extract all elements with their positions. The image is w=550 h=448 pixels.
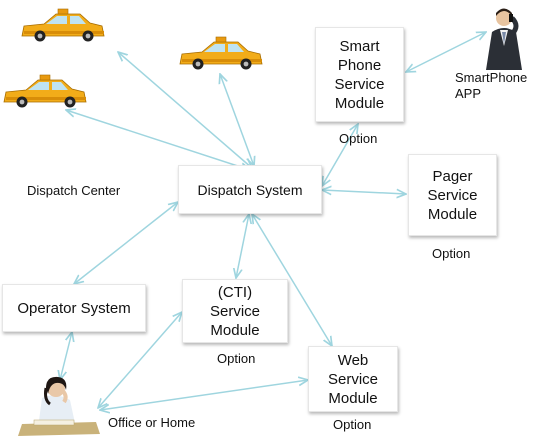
connector-dispatch-operator <box>74 202 178 284</box>
pager-service-module: Pager Service Module <box>408 154 497 236</box>
smart-phone-service-module: Smart Phone Service Module <box>315 27 404 122</box>
smart-phone-service-module-label: Smart Phone Service Module <box>334 37 385 112</box>
pager-option-label: Option <box>432 246 471 261</box>
operator-person-icon <box>18 376 100 436</box>
smartphone-app-label: SmartPhone APP <box>455 70 528 101</box>
web-service-module: Web Service Module <box>308 346 398 412</box>
connector-dispatch-cti <box>236 214 249 278</box>
connector-dispatch-taxi-3 <box>220 74 254 166</box>
web-service-module-label: Web Service Module <box>327 351 379 407</box>
connector-dispatch-web <box>252 214 332 346</box>
connector-dispatch-smartphone-module <box>322 124 358 186</box>
dispatch-system-label: Dispatch System <box>197 181 303 198</box>
connector-dispatch-pager-module <box>322 190 406 194</box>
dispatch-center-label: Dispatch Center <box>27 183 121 198</box>
operator-system-box: Operator System <box>2 284 146 332</box>
operator-system-label: Operator System <box>17 299 131 317</box>
taxi-icon <box>3 74 87 108</box>
taxi-icon <box>21 8 105 42</box>
web-option-label: Option <box>333 417 372 432</box>
smartphone-user-icon <box>486 8 522 70</box>
connector-operator-person <box>60 332 72 380</box>
cti-option-label: Option <box>217 351 256 366</box>
cti-service-module: (CTI) Service Module <box>182 279 288 343</box>
cti-service-module-label: (CTI) Service Module <box>209 283 261 339</box>
connector-web-person <box>100 380 308 410</box>
smartphone-option-label: Option <box>339 131 378 146</box>
dispatch-system-box: Dispatch System <box>178 165 322 214</box>
connector-smartphone-module-app <box>406 32 486 72</box>
taxi-icon <box>179 36 263 70</box>
pager-service-module-label: Pager Service Module <box>427 167 478 223</box>
office-home-label: Office or Home <box>108 415 196 430</box>
